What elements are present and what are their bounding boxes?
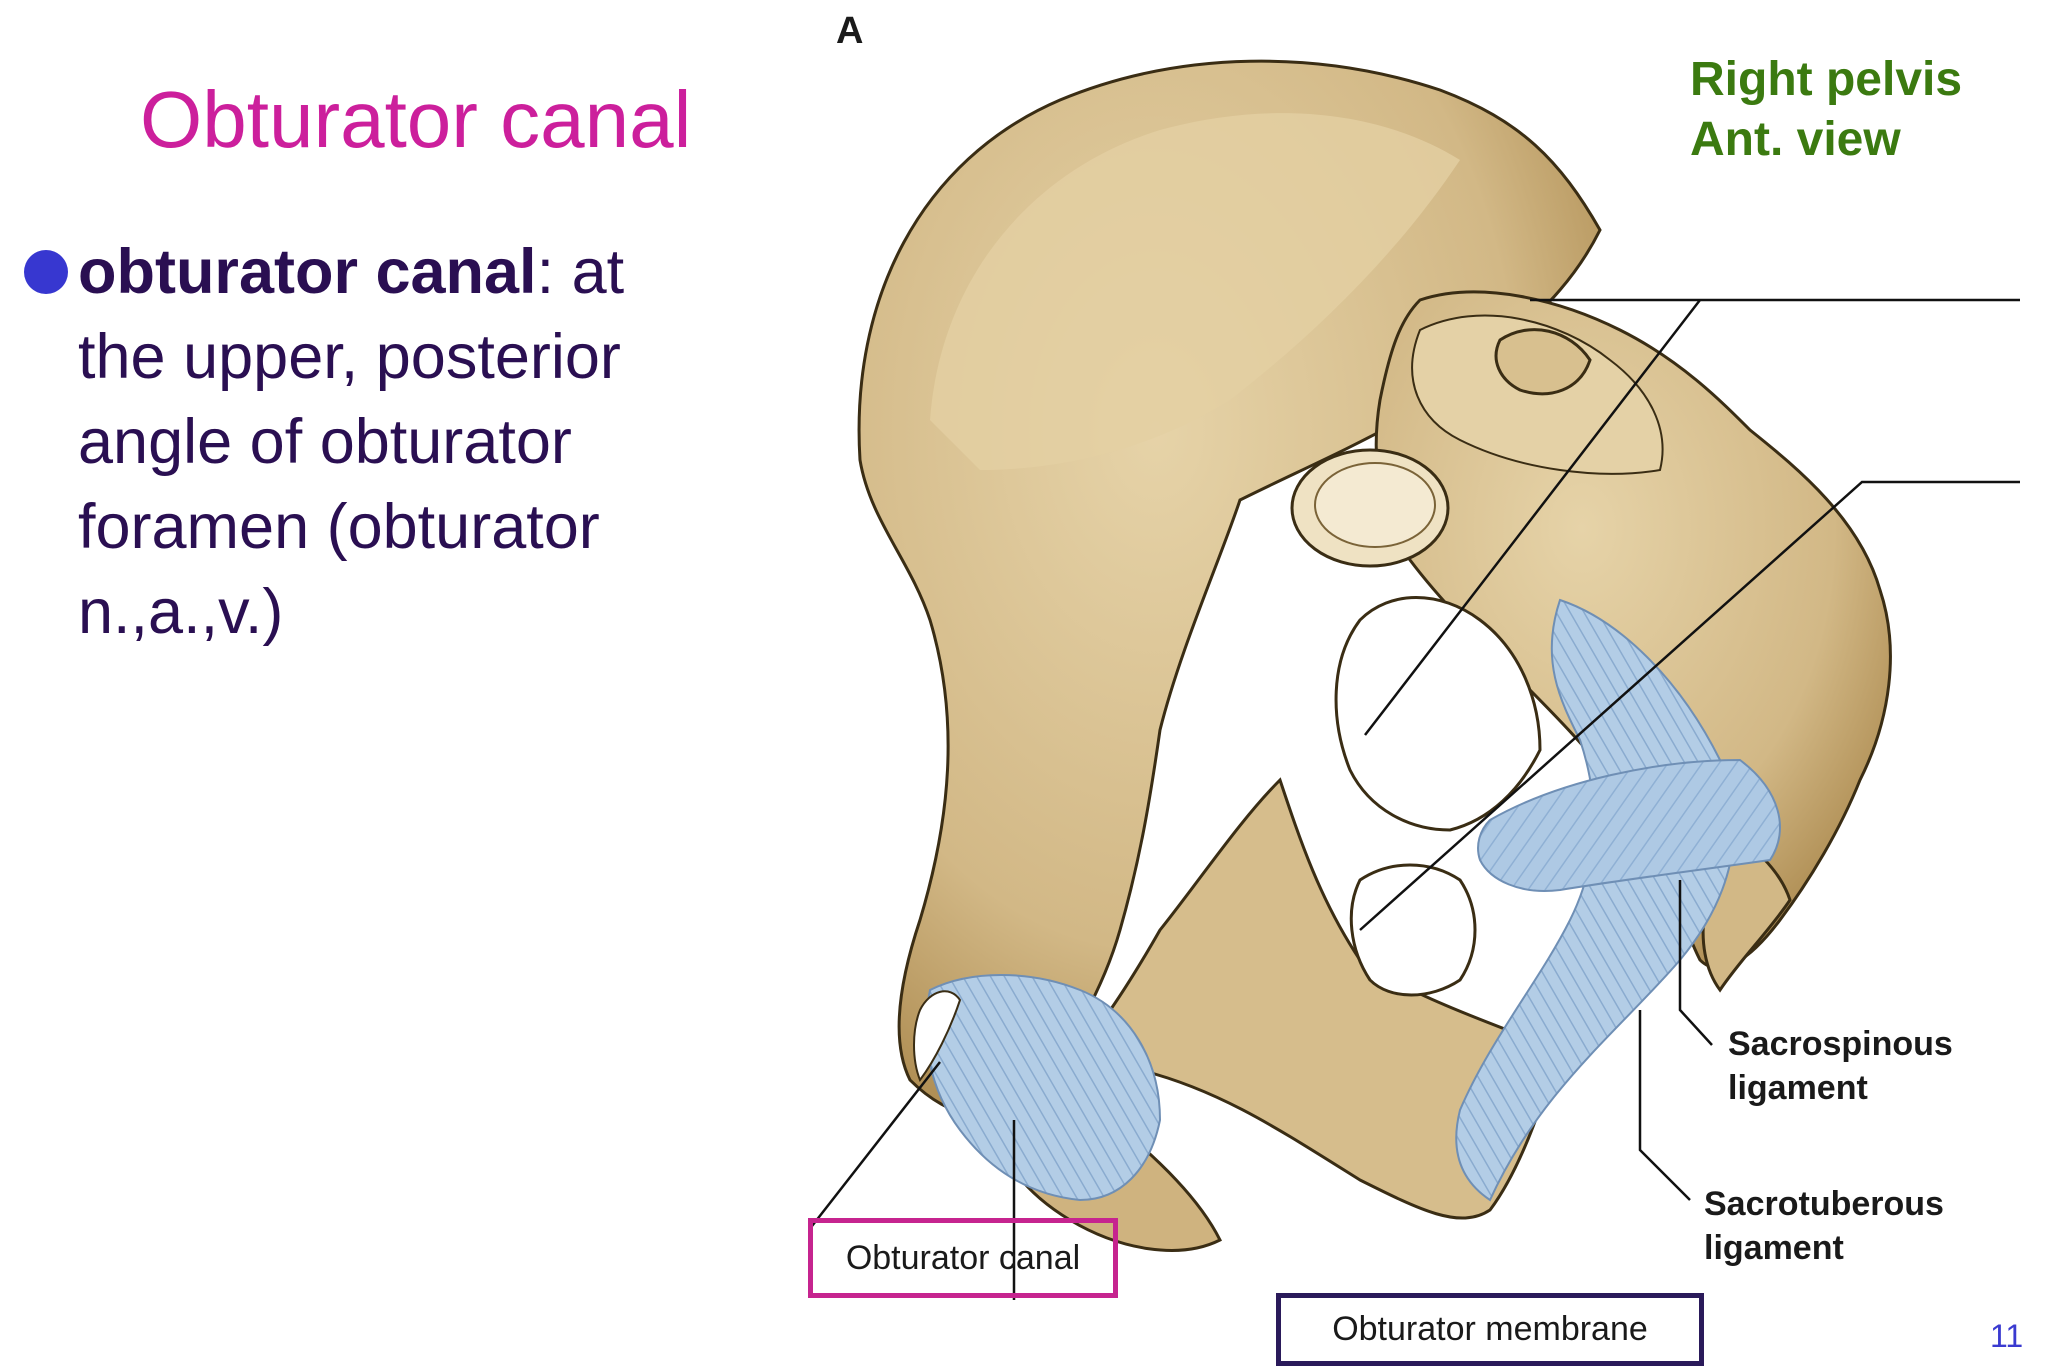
panel-letter: A: [836, 10, 864, 52]
obturator-membrane: [925, 974, 1162, 1202]
leader-lines: [811, 298, 2020, 1300]
view-label: Right pelvis Ant. view: [1690, 50, 1962, 170]
lesser-sciatic-foramen: [1349, 863, 1477, 997]
leader-line-middle: [1359, 480, 2020, 931]
leader-line-canal: [811, 1061, 941, 1227]
iliac-fossa: [930, 113, 1460, 470]
page-number: 11: [1990, 1318, 2024, 1354]
sacrospinous-label: Sacrospinous ligament: [1728, 1025, 1953, 1107]
bullet-dot-icon: [24, 250, 68, 294]
view-label-line2: Ant. view: [1690, 113, 1901, 166]
obturator-canal-label: Obturator canal: [808, 1218, 1118, 1298]
obturator-canal-gap: [913, 990, 962, 1083]
bullet-term: obturator canal: [78, 237, 537, 307]
bullet-description: at the upper, posterior angle of obturat…: [78, 237, 625, 647]
bullet-colon: :: [536, 237, 555, 307]
bullet-text: obturator canal: at the upper, posterior…: [78, 230, 718, 655]
pelvis-figure: A Right pelvis Ant. view Sacrospinous li…: [800, 0, 2020, 1366]
sacrotuberous-label: Sacrotuberous ligament: [1704, 1185, 1944, 1267]
leader-line-sacrotuberous: [1638, 1010, 1691, 1201]
view-label-line1: Right pelvis: [1690, 53, 1963, 106]
obturator-membrane-label: Obturator membrane: [1276, 1293, 1704, 1366]
articular-process: [1494, 328, 1592, 396]
slide-title: Obturator canal: [140, 75, 692, 164]
sacrospinous-ligament: [1477, 758, 1781, 892]
leader-line-sacrospinous: [1678, 880, 1713, 1046]
pelvis-illustration: [811, 59, 2020, 1300]
